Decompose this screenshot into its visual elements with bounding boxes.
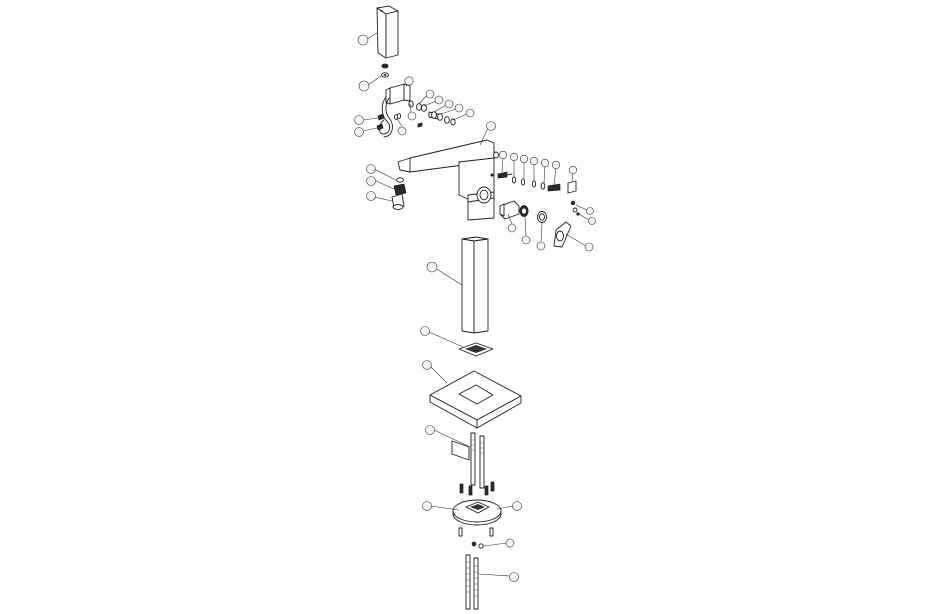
callout-seal-2 (509, 152, 519, 162)
base-plate (429, 370, 522, 429)
lever-handle (553, 221, 572, 248)
threaded-rods (465, 554, 479, 610)
callout-pin-2 (397, 126, 407, 136)
callout-screw-r1 (586, 207, 594, 215)
callout-gasket (420, 326, 430, 336)
callout-mount-left (422, 501, 432, 511)
callout-ring-b (434, 95, 444, 105)
callout-hose-top (465, 108, 475, 118)
callout-bracket (404, 76, 414, 86)
callout-spout (486, 121, 496, 131)
shower-bracket (385, 83, 411, 105)
studs (451, 432, 485, 489)
callout-markers (354, 32, 596, 582)
callout-cap (536, 241, 546, 251)
callout-nut (505, 538, 515, 548)
aerator-parts (391, 177, 407, 210)
callout-aerator-3 (366, 191, 376, 201)
column (461, 236, 489, 334)
callout-ring-a (425, 89, 435, 99)
callout-ring-d (454, 103, 464, 113)
mounting-screws (458, 481, 495, 549)
callout-clip (354, 127, 364, 137)
connector-rings (408, 100, 456, 128)
callout-column (426, 261, 438, 273)
cartridge-assembly (499, 200, 547, 223)
mounting-disc (452, 499, 502, 526)
callout-seal-4 (529, 156, 539, 166)
callout-lever (584, 242, 594, 252)
callout-seal-6 (551, 160, 561, 170)
callout-screw-top (568, 165, 578, 175)
callout-pin (407, 111, 417, 121)
gasket (458, 342, 494, 357)
diverter-small-parts (497, 171, 580, 216)
callout-aerator-2 (366, 176, 376, 186)
callout-cart-ring (521, 235, 531, 245)
callout-washer-top (358, 80, 370, 92)
callout-base-plate (422, 360, 432, 370)
callout-screw-r2 (588, 217, 596, 225)
callout-seal-1 (498, 150, 508, 160)
callout-mount-right (512, 501, 522, 511)
callout-ring-c (444, 99, 454, 109)
callout-hose-mid (354, 115, 364, 125)
callout-threaded-rods (509, 572, 519, 582)
hand-shower-head (376, 5, 399, 59)
callout-seal-3 (519, 154, 529, 164)
callout-hand-shower (357, 34, 369, 46)
callout-seal-5 (540, 158, 550, 168)
callout-cartridge (507, 223, 517, 233)
callout-aerator-1 (366, 164, 376, 174)
spout-body (397, 139, 499, 221)
washer-top (381, 63, 389, 78)
callout-studs (425, 425, 435, 435)
hose-clips (376, 113, 402, 131)
